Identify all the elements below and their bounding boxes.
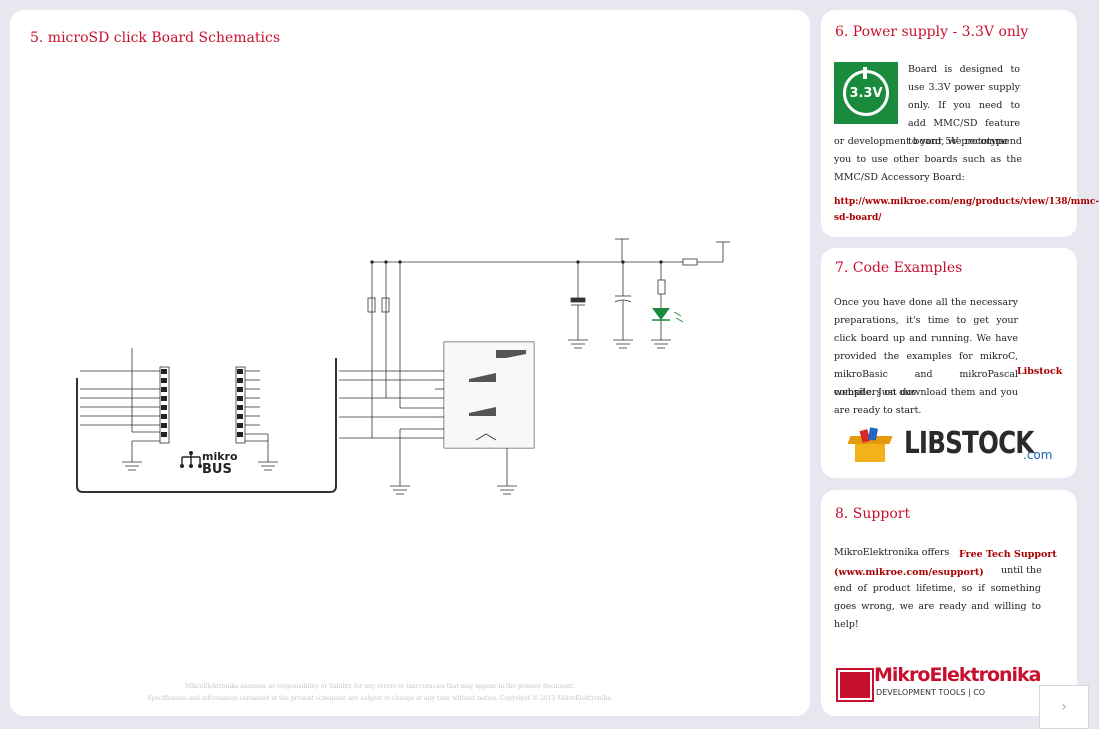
next-page-button[interactable]: › xyxy=(1039,685,1089,729)
esupport-link[interactable]: (www.mikroe.com/esupport) xyxy=(834,567,984,578)
support-text-1: MikroElektronika offers xyxy=(834,547,950,558)
schematic-drawing xyxy=(76,238,730,495)
power-supply-text-top: Board is designed to use 3.3V power supp… xyxy=(908,64,1020,147)
mikrobus-logo-top: mikro xyxy=(202,450,238,463)
support-title: 8. Support xyxy=(835,506,911,522)
libstock-link[interactable]: Libstock xyxy=(1017,366,1063,377)
mikrobus-logo: mikro BUS xyxy=(202,450,238,476)
power-3v3-icon: 3.3V xyxy=(834,62,898,124)
power-supply-card: 6. Power supply - 3.3V only 3.3V Board i… xyxy=(821,10,1099,237)
libstock-logo-text: LIBSTOCK xyxy=(904,426,1034,461)
support-text-2: until the xyxy=(1001,565,1042,576)
libstock-logo-com: .com xyxy=(1023,448,1053,462)
mmc-sd-board-link[interactable]: http://www.mikroe.com/eng/products/view/… xyxy=(834,197,1099,223)
disclaimer-line-2: Specification and information contained … xyxy=(147,695,613,702)
chevron-right-icon: › xyxy=(1061,699,1067,715)
disclaimer-line-1: MikroElektronika assumes no responsibili… xyxy=(184,683,576,690)
code-examples-title: 7. Code Examples xyxy=(835,260,963,276)
support-text-3: end of product lifetime, so if something… xyxy=(834,583,1041,630)
libstock-logo[interactable]: LIBSTOCK .com xyxy=(847,424,1059,468)
schematic-title: 5. microSD click Board Schematics xyxy=(30,30,281,46)
mikroe-badge-icon xyxy=(836,668,874,702)
code-examples-text-1: Once you have done all the necessary pre… xyxy=(834,297,1018,398)
free-tech-support-link[interactable]: Free Tech Support xyxy=(959,549,1057,560)
libstock-box-icon xyxy=(847,427,899,466)
mikrobus-logo-bottom: BUS xyxy=(202,462,232,477)
power-icon-label: 3.3V xyxy=(848,85,884,101)
power-supply-text-rest: or development board, we recommend you t… xyxy=(834,136,1022,183)
code-examples-card: 7. Code Examples Once you have done all … xyxy=(821,248,1077,478)
schematic-card: 5. microSD click Board Schematics xyxy=(10,10,810,716)
mikroelektronika-logo[interactable]: MikroElektronika DEVELOPMENT TOOLS | CO xyxy=(836,664,1076,704)
code-examples-text-2: website. Just download them and you are … xyxy=(834,387,1018,416)
mikroe-logo-sub: DEVELOPMENT TOOLS | CO xyxy=(876,688,986,697)
power-supply-title: 6. Power supply - 3.3V only xyxy=(835,24,1029,40)
support-card: 8. Support MikroElektronika offers Free … xyxy=(821,490,1077,716)
mikroe-logo-text: MikroElektronika xyxy=(874,664,1041,686)
